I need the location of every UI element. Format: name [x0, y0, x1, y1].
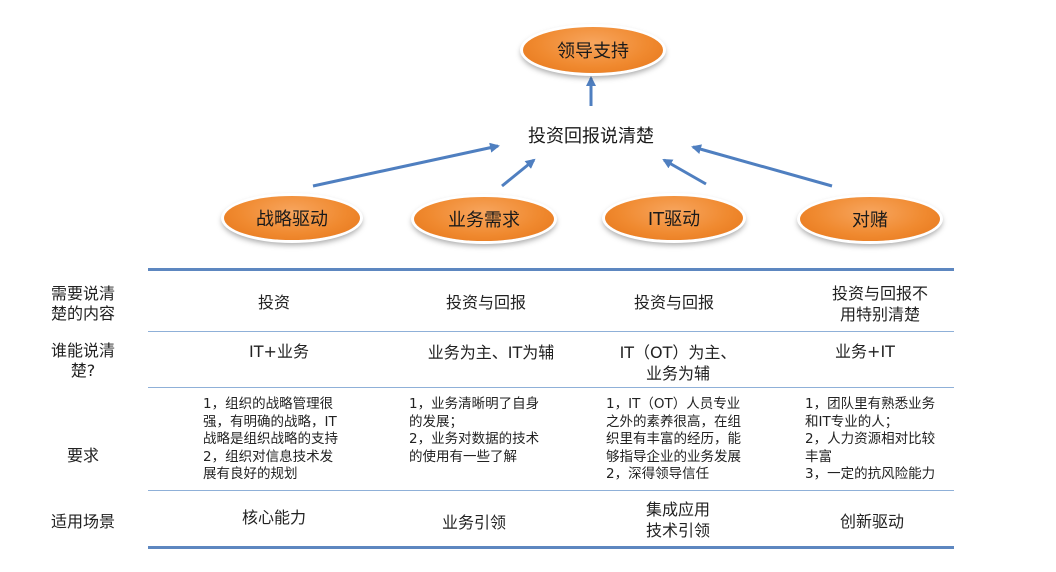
cell-r4-c3: 集成应用 技术引领	[645, 500, 710, 540]
node-it-driven: IT驱动	[605, 196, 743, 240]
arrow-business-to-center	[501, 158, 536, 188]
table-top-rule	[148, 268, 954, 271]
cell-r2-c4: 业务+IT	[835, 342, 895, 361]
arrow-strategy-to-center	[312, 142, 500, 188]
row-label-who: 谁能说清 楚?	[50, 341, 115, 380]
cell-r3-c2: 1，业务清晰明了自身 的发展； 2，业务对数据的技术 的使用有一些了解	[409, 396, 540, 465]
arrow-it-to-center	[662, 158, 707, 186]
cell-r2-c3: IT（OT）为主、 业务为辅	[619, 343, 737, 383]
cell-r1-c3: 投资与回报	[633, 293, 714, 312]
node-strategy-driven: 战略驱动	[224, 196, 360, 240]
cell-r3-c4: 1，团队里有熟悉业务 和IT专业的人； 2，人力资源相对比较 丰富 3，一定的抗…	[805, 396, 936, 482]
cell-r2-c1: IT+业务	[249, 342, 309, 361]
cell-r3-c3: 1，IT（OT）人员专业 之外的素养很高，在组 织里有丰富的经历，能 够指导企业…	[606, 396, 741, 482]
cell-r2-c2: 业务为主、IT为辅	[427, 343, 555, 362]
cell-r4-c4: 创新驱动	[839, 512, 904, 531]
row-label-scenario: 适用场景	[50, 512, 115, 531]
row-divider	[148, 387, 954, 388]
cell-r3-c1: 1，组织的战略管理很 强，有明确的战略，IT 战略是组织战略的支持 2，组织对信…	[203, 396, 338, 482]
node-leadership-support: 领导支持	[523, 27, 663, 73]
node-business-demand: 业务需求	[414, 197, 554, 241]
cell-r4-c1: 核心能力	[241, 508, 306, 527]
arrow-gamble-to-center	[691, 144, 833, 188]
table-bottom-rule	[148, 546, 954, 549]
cell-r4-c2: 业务引领	[441, 513, 506, 532]
node-roi-clear: 投资回报说清楚	[518, 117, 664, 153]
row-label-content: 需要说清 楚的内容	[50, 284, 115, 323]
row-divider	[148, 490, 954, 491]
cell-r1-c4: 投资与回报不 用特别清楚	[831, 284, 928, 324]
cell-r1-c1: 投资	[257, 293, 290, 312]
row-divider	[148, 331, 954, 332]
cell-r1-c2: 投资与回报	[445, 293, 526, 312]
node-gamble: 对赌	[800, 197, 940, 241]
row-label-requirements: 要求	[66, 446, 99, 465]
